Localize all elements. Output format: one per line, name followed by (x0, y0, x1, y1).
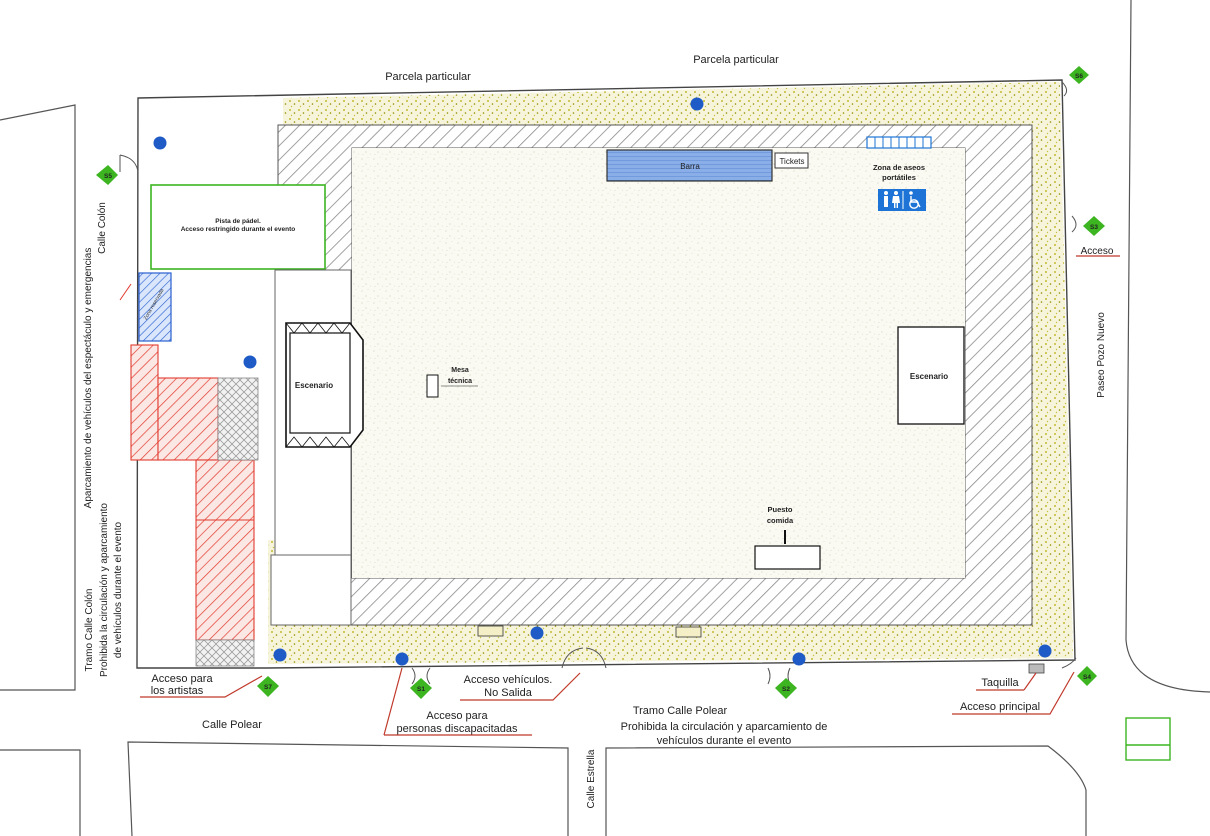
exit-marker-s7: S7 (257, 676, 279, 697)
taquilla-label: Taquilla (981, 677, 1019, 689)
acceso-artistas-label-2: los artistas (151, 685, 204, 697)
red-callout-lines (140, 255, 1120, 736)
padel-court-label-1: Pista de pádel. (215, 218, 261, 225)
blue-point-markers (153, 97, 1052, 666)
acceso-disc-label-2: personas discapacitadas (396, 723, 518, 735)
bar-counter (606, 149, 773, 182)
restroom-sign-icon (878, 189, 926, 211)
exit-marker-s1: S1 (410, 678, 432, 699)
padel-court (150, 184, 326, 270)
left-stage-label: Escenario (295, 381, 333, 390)
prohibida-polear-label-1: Prohibida la circulación y aparcamiento … (621, 721, 828, 733)
left-stage (285, 322, 364, 448)
tech-desk-label-1: Mesa (451, 367, 469, 374)
svg-text:S7: S7 (264, 684, 272, 691)
tech-desk-label-2: técnica (448, 378, 472, 385)
calle-polear-label: Calle Polear (202, 719, 262, 731)
svg-text:S4: S4 (1083, 674, 1091, 681)
parking-pointer-line (119, 283, 132, 301)
prohibida-polear-label-2: vehículos durante el evento (657, 735, 792, 747)
calle-estrella-label: Calle Estrella (586, 749, 597, 808)
festival-floor (352, 148, 965, 578)
svg-text:Aparcamiento de vehículos del: Aparcamiento de vehículos del espectácul… (83, 248, 94, 509)
exit-marker-s4: S4 (1077, 666, 1097, 686)
parcela-top-left-label: Parcela particular (385, 71, 471, 83)
toilet-zone-label-1: Zona de aseos (873, 163, 925, 172)
right-stage-label: Escenario (910, 372, 948, 381)
tickets-box (774, 152, 809, 169)
exit-marker-s3: S3 (1083, 216, 1105, 236)
svg-text:S3: S3 (1090, 224, 1098, 231)
bar-counter-label: Barra (680, 162, 700, 171)
grey-parking-zone-lower (195, 639, 255, 667)
door-swings (119, 81, 1077, 685)
exit-marker-s6: S6 (1069, 66, 1089, 84)
south-door-marker-1 (477, 625, 504, 637)
svg-text:S2: S2 (782, 686, 790, 693)
service-strip-lower (270, 554, 352, 626)
tramo-polear-label: Tramo Calle Polear (633, 705, 728, 717)
prohibida-colon-label-2: de vehículos durante el evento (113, 521, 124, 658)
blue-hatched-zone (138, 272, 172, 342)
toilet-unit-dividers (874, 137, 924, 148)
food-stand (754, 545, 821, 570)
ticket-office-box (1028, 663, 1045, 674)
calle-colon-label: Calle Colón (97, 202, 108, 254)
acceso-disc-label-1: Acceso para (426, 710, 488, 722)
food-stand-label-2: comida (767, 516, 794, 525)
toilet-zone-label-2: portátiles (882, 173, 916, 182)
svg-text:S1: S1 (417, 686, 425, 693)
acceso-right-label: Acceso (1081, 246, 1114, 257)
acceso-vehiculos-label-2: No Salida (484, 687, 533, 699)
green-outline-box (1125, 717, 1171, 761)
prohibida-colon-label-1: Prohibida la circulación y aparcamiento (99, 503, 110, 677)
acceso-artistas-label-1: Acceso para (151, 673, 213, 685)
paseo-label: Paseo Pozo Nuevo (1096, 312, 1107, 398)
food-stand-label-1: Puesto (767, 505, 792, 514)
right-stage (897, 326, 965, 425)
acceso-vehiculos-label-1: Acceso vehículos. (464, 674, 553, 686)
tickets-label: Tickets (779, 157, 804, 166)
svg-text:S5: S5 (104, 173, 112, 180)
svg-text:S6: S6 (1075, 73, 1083, 80)
padel-court-label-2: Acceso restringido durante el evento (181, 226, 296, 233)
grey-parking-zone-upper (217, 377, 259, 461)
tech-desk (426, 374, 439, 398)
tramo-colon-label: Tramo Calle Colón (84, 589, 95, 672)
acceso-principal-label: Acceso principal (960, 701, 1040, 713)
parking-zone-label: Aparcamiento de vehículos del espectácul… (83, 248, 94, 509)
parcela-top-right-label: Parcela particular (693, 54, 779, 66)
exit-marker-s2: S2 (775, 678, 797, 699)
exit-marker-s5: S5 (96, 165, 118, 185)
south-door-marker-2 (675, 626, 702, 638)
